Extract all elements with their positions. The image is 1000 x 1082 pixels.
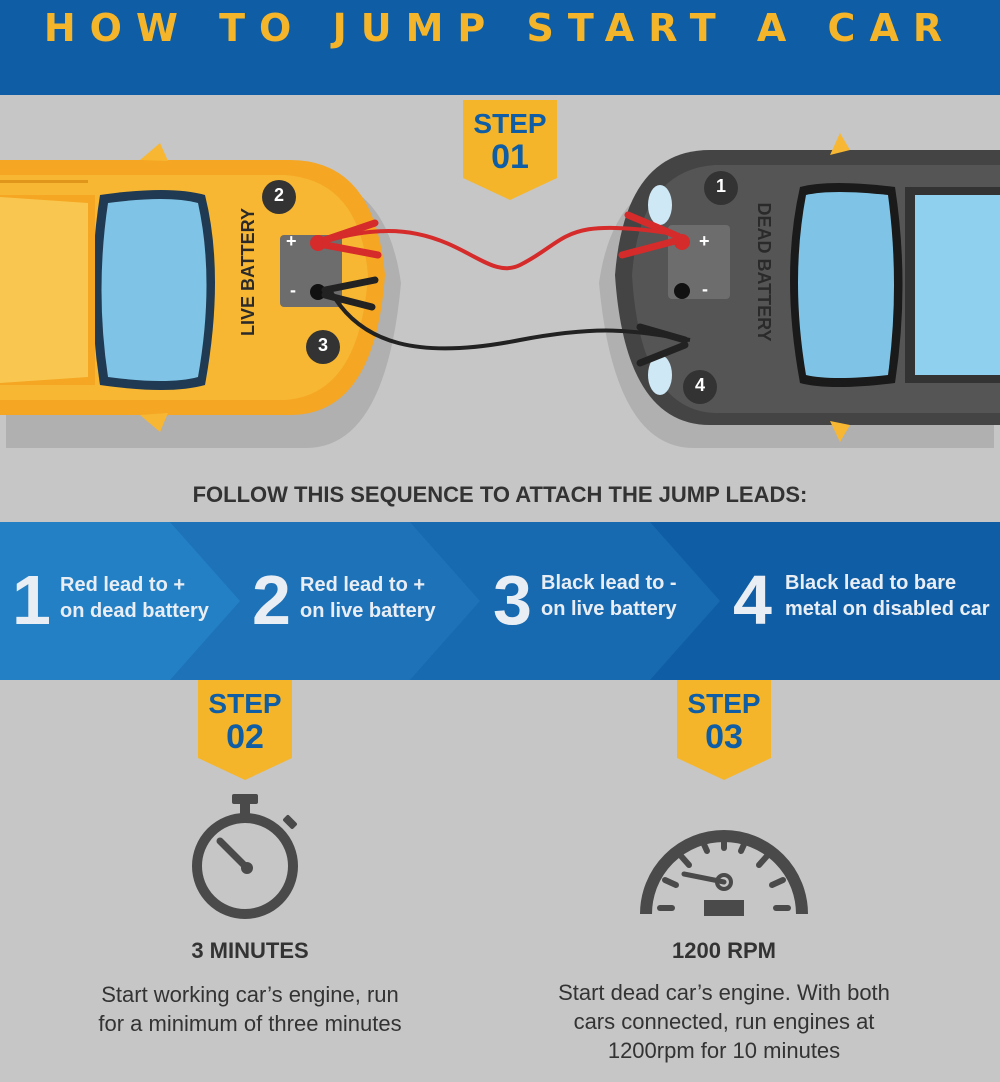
marker-2 [262, 180, 296, 214]
dead-battery [668, 225, 730, 299]
sequence-step-4-number: 4 [733, 561, 772, 639]
sequence-step-1-line2: on dead battery [60, 600, 209, 622]
sequence-step-1-line1: Red lead to + [60, 574, 186, 596]
step-03-number: 03 [705, 718, 743, 756]
step-02-number: 02 [226, 718, 264, 756]
step-01-word: STEP [473, 108, 547, 139]
live-plus-sign: + [286, 231, 297, 251]
step-02-badge: STEP 02 [198, 680, 292, 780]
page-title: HOW TO JUMP START A CAR [43, 6, 957, 50]
sequence-step-4-line1: Black lead to bare [785, 572, 957, 594]
header-bar: HOW TO JUMP START A CAR [0, 0, 1000, 95]
step-01-badge: STEP 01 [463, 100, 557, 200]
dead-plus-sign: + [699, 231, 710, 251]
car-illustration [0, 133, 1000, 448]
sequence-step-2-line1: Red lead to + [300, 574, 426, 596]
marker-3-label: 3 [317, 335, 328, 355]
step-01-number: 01 [491, 138, 529, 176]
sequence-step-4-line2: metal on disabled car [785, 598, 990, 620]
step-03-word: STEP [687, 688, 761, 719]
sequence-step-3-line1: Black lead to - [541, 572, 677, 594]
dead-battery-label: DEAD BATTERY [754, 202, 774, 342]
black-lead [328, 289, 691, 351]
sequence-step-1-number: 1 [12, 561, 51, 639]
step-03-badge: STEP 03 [677, 680, 771, 780]
marker-1-label: 1 [715, 176, 726, 196]
red-lead [329, 225, 681, 271]
sequence-band: 1 Red lead to + on dead battery 2 Red le… [0, 522, 1000, 680]
sequence-heading: FOLLOW THIS SEQUENCE TO ATTACH THE JUMP … [192, 482, 808, 507]
live-minus-sign: - [290, 280, 296, 300]
speedometer-icon [640, 830, 808, 916]
dead-car [615, 133, 1000, 442]
marker-4 [683, 370, 717, 404]
step-02-label: 3 MINUTES [191, 938, 309, 963]
step-02-description: Start working car’s engine, run for a mi… [98, 982, 402, 1036]
live-battery-label: LIVE BATTERY [238, 208, 258, 337]
sequence-step-3-line2: on live battery [541, 598, 677, 620]
sequence-step-2-number: 2 [252, 561, 291, 639]
step-02-word: STEP [208, 688, 282, 719]
live-car [0, 143, 385, 432]
step-03-description: Start dead car’s engine. With both cars … [558, 980, 890, 1063]
dead-minus-sign: - [702, 279, 708, 299]
marker-1 [704, 171, 738, 205]
marker-4-label: 4 [694, 375, 705, 395]
sequence-step-3-number: 3 [493, 561, 532, 639]
step-03-label: 1200 RPM [672, 938, 776, 963]
marker-3 [306, 330, 340, 364]
marker-2-label: 2 [273, 185, 284, 205]
sequence-step-2-line2: on live battery [300, 600, 436, 622]
stopwatch-icon [192, 794, 298, 919]
car-scene: 2 3 1 4 + - + - LIVE BATTERY DEAD BATTER… [0, 95, 1000, 485]
